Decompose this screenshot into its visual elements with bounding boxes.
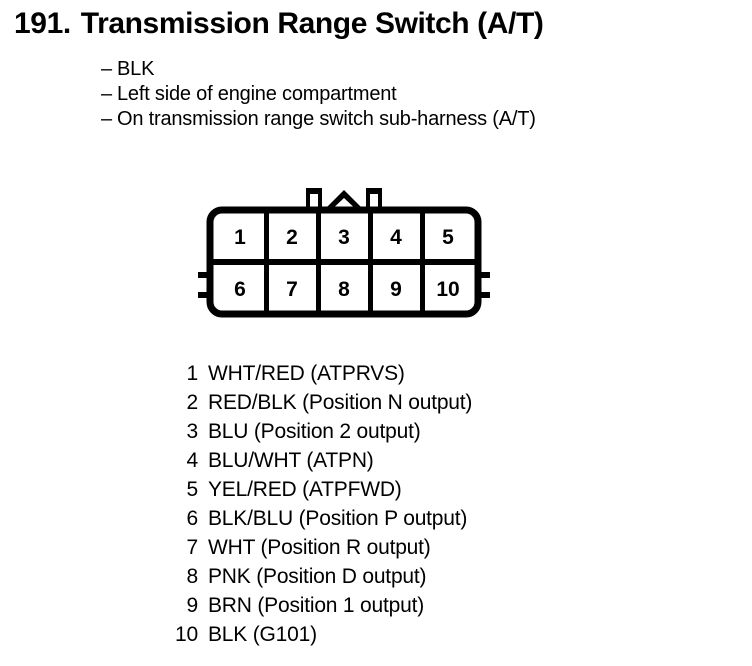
pin-number: 1	[186, 362, 199, 385]
pin-row: 4 BLU/WHT (ATPN)	[150, 449, 472, 478]
pin-number: 5	[186, 478, 199, 501]
column-divider	[420, 213, 425, 311]
pin-number: 8	[186, 565, 199, 588]
pin-legend-list: 1 WHT/RED (ATPRVS) 2 RED/BLK (Position N…	[150, 362, 472, 652]
cavity-label-7: 7	[286, 278, 298, 301]
note-text: On transmission range switch sub-harness…	[117, 108, 536, 130]
dash-icon: –	[101, 58, 112, 80]
cavity-label-8: 8	[338, 278, 350, 301]
cavity-label-10: 10	[436, 278, 459, 301]
dash-icon: –	[101, 83, 112, 105]
connector-diagram: 1 2 3 4 5 6 7 8 9 10	[196, 186, 492, 318]
pin-description: RED/BLK (Position N output)	[208, 391, 473, 414]
pin-description: YEL/RED (ATPFWD)	[208, 478, 402, 501]
pin-number: 7	[186, 536, 199, 559]
pin-description: BRN (Position 1 output)	[208, 594, 425, 617]
pin-row: 2 RED/BLK (Position N output)	[150, 391, 473, 420]
connector-svg: 1 2 3 4 5 6 7 8 9 10	[198, 188, 490, 318]
pin-description: BLK (G101)	[208, 623, 317, 646]
cavity-label-1: 1	[234, 226, 246, 249]
column-divider	[316, 213, 321, 311]
pin-description: PNK (Position D output)	[208, 565, 427, 588]
pin-description: BLK/BLU (Position P output)	[208, 507, 468, 530]
pin-row: 9 BRN (Position 1 output)	[150, 594, 472, 623]
pin-row: 1 WHT/RED (ATPRVS)	[150, 362, 472, 391]
pin-row: 8 PNK (Position D output)	[150, 565, 472, 594]
note-item: – Left side of engine compartment	[101, 82, 536, 107]
column-divider	[264, 213, 269, 311]
page-title-number: 191.	[14, 7, 71, 40]
pin-row: 6 BLK/BLU (Position P output)	[150, 507, 472, 536]
pin-row: 10 BLK (G101)	[150, 623, 472, 652]
pin-row: 7 WHT (Position R output)	[150, 536, 472, 565]
note-text: Left side of engine compartment	[117, 83, 397, 105]
note-item: – BLK	[101, 57, 536, 82]
pin-row: 3 BLU (Position 2 output)	[150, 420, 472, 449]
cavity-label-5: 5	[442, 226, 454, 249]
pin-number: 10	[175, 623, 198, 646]
pin-description: BLU/WHT (ATPN)	[208, 449, 374, 472]
pin-description: WHT (Position R output)	[208, 536, 431, 559]
cavity-label-3: 3	[338, 226, 350, 249]
pin-description: BLU (Position 2 output)	[208, 420, 421, 443]
pin-number: 9	[186, 594, 199, 617]
pin-number: 3	[186, 420, 199, 443]
pin-number: 6	[186, 507, 199, 530]
note-item: – On transmission range switch sub-harne…	[101, 107, 536, 132]
pin-number: 2	[186, 391, 199, 414]
latch-post-left-hole-icon	[310, 194, 318, 210]
cavity-label-9: 9	[390, 278, 402, 301]
column-divider	[368, 213, 373, 311]
cavity-label-4: 4	[390, 226, 402, 249]
latch-post-right-hole-icon	[370, 194, 378, 210]
pin-number: 4	[186, 449, 199, 472]
pin-row: 5 YEL/RED (ATPFWD)	[150, 478, 472, 507]
row-divider	[213, 259, 475, 265]
note-text: BLK	[117, 58, 155, 80]
notes-list: – BLK – Left side of engine compartment …	[101, 57, 536, 132]
page-title: 191. Transmission Range Switch (A/T)	[14, 6, 544, 42]
cavity-label-2: 2	[286, 226, 298, 249]
cavity-label-6: 6	[234, 278, 246, 301]
page-title-text: Transmission Range Switch (A/T)	[80, 7, 544, 40]
dash-icon: –	[101, 108, 112, 130]
pin-description: WHT/RED (ATPRVS)	[208, 362, 405, 385]
